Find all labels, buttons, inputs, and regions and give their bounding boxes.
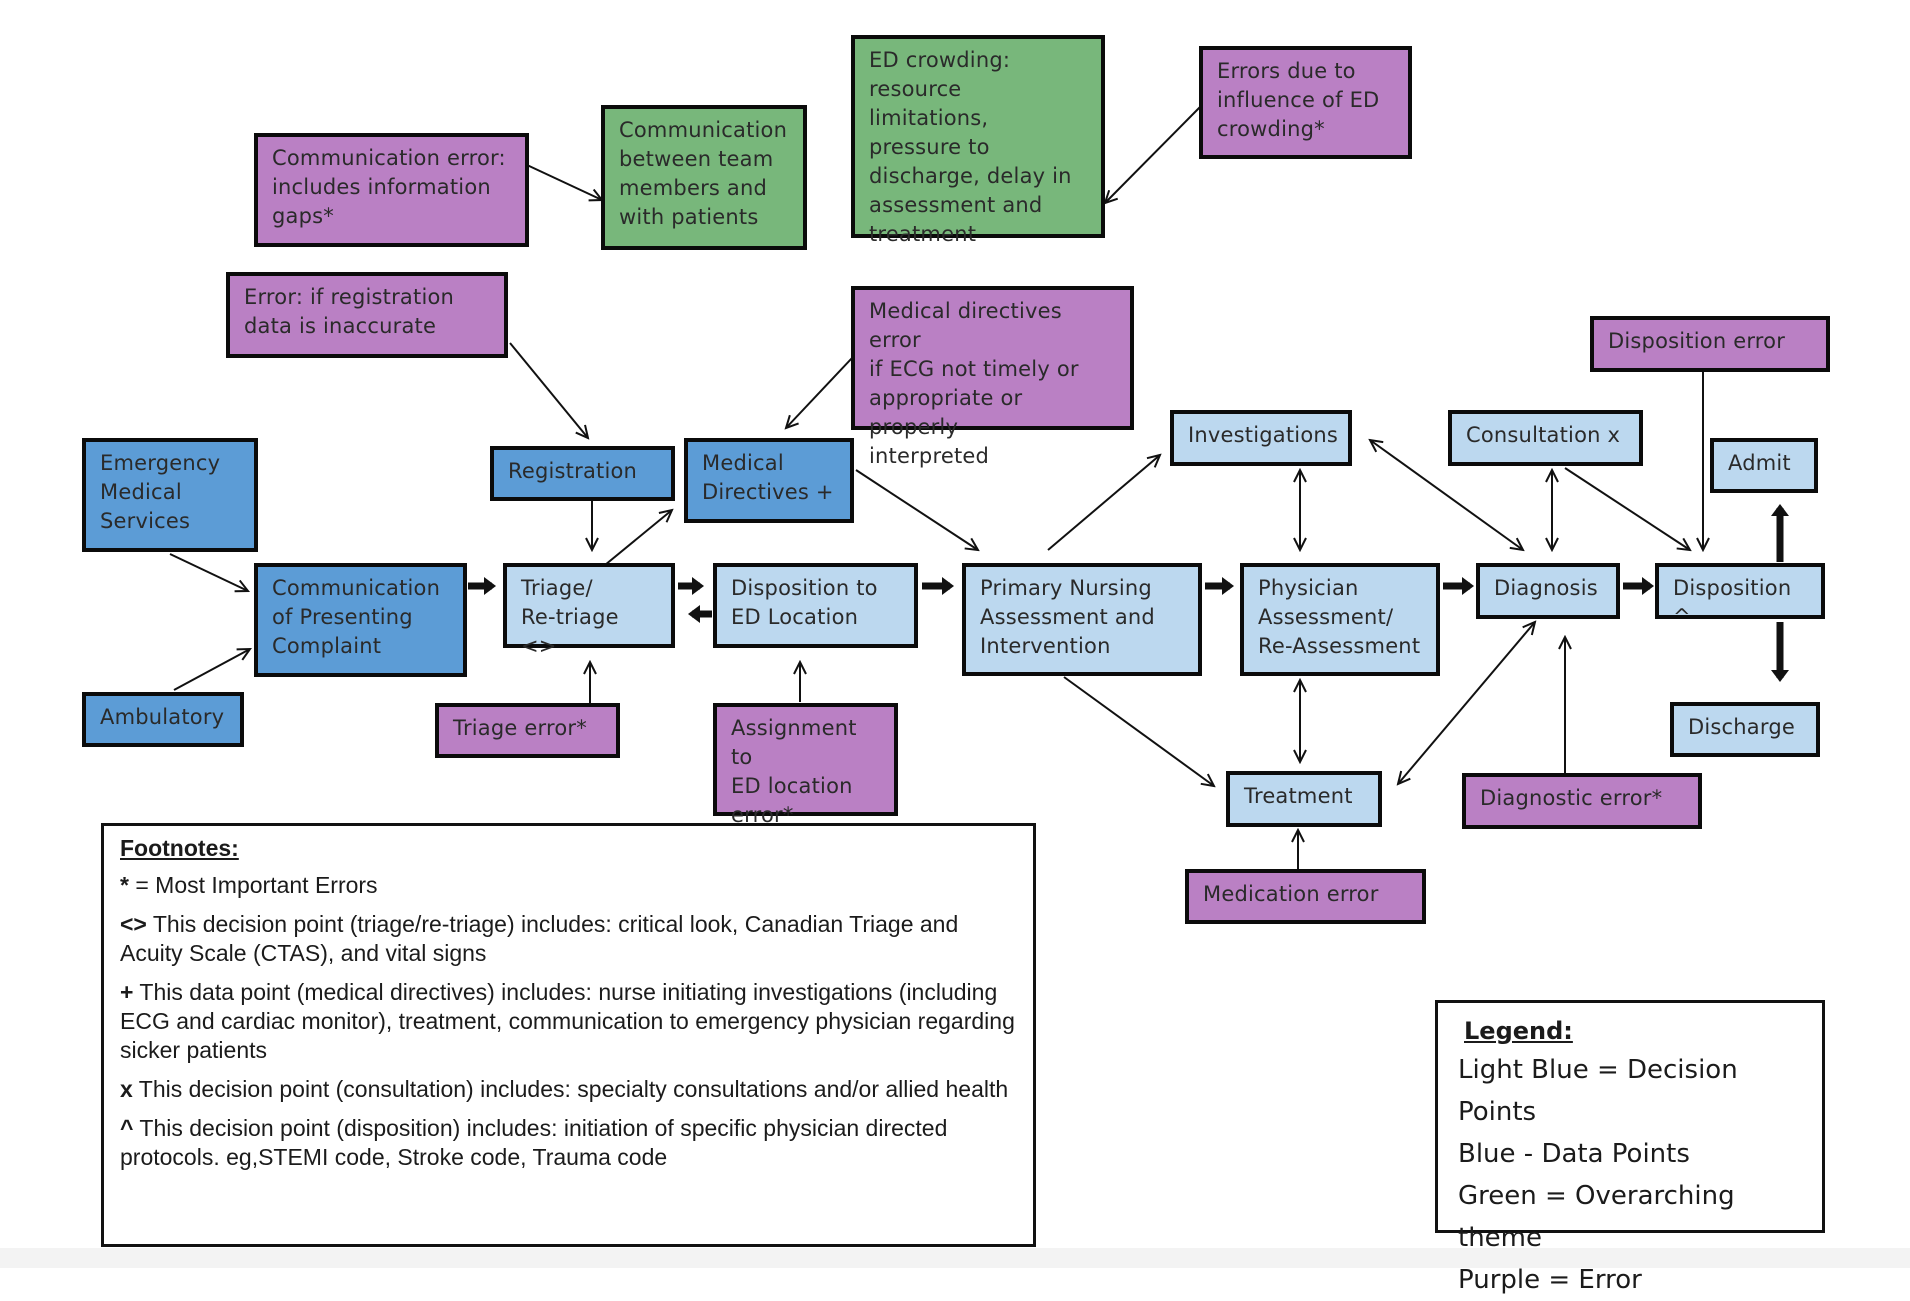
node-ems: Emergency Medical Services bbox=[82, 438, 258, 552]
footnote-item: x This decision point (consultation) inc… bbox=[120, 1076, 1009, 1102]
node-admit: Admit bbox=[1710, 438, 1818, 493]
arrow-triage-to-directives bbox=[604, 510, 672, 566]
node-assignment-error: Assignment to ED location error* bbox=[713, 703, 898, 827]
node-medication-error: Medication error bbox=[1185, 869, 1426, 924]
legend-box: Legend: Light Blue = Decision Points Blu… bbox=[1435, 1000, 1825, 1295]
node-triage-error: Triage error* bbox=[435, 703, 620, 758]
arrow-investigations-diagnosis bbox=[1370, 440, 1523, 550]
node-consultation: Consultation x bbox=[1448, 410, 1643, 466]
node-primary-nursing: Primary Nursing Assessment and Intervent… bbox=[962, 563, 1202, 676]
node-diagnosis: Diagnosis bbox=[1476, 563, 1620, 619]
node-investigations: Investigations bbox=[1170, 410, 1352, 466]
arrow-crowding-errors-to-ed-crowding bbox=[1105, 104, 1203, 203]
connector-layer bbox=[169, 104, 1789, 872]
node-communication-team: Communication between team members and w… bbox=[601, 105, 807, 250]
legend-item-green: Green = Overarching theme bbox=[1458, 1181, 1735, 1253]
arrow-ems-to-communication bbox=[169, 553, 248, 591]
node-diagnostic-error: Diagnostic error* bbox=[1462, 773, 1702, 829]
flow-diagram: Communication between team members and w… bbox=[0, 35, 1910, 1295]
footnote-item: + This data point (medical directives) i… bbox=[120, 979, 1015, 1063]
arrow-primary-to-treatment bbox=[1063, 676, 1214, 786]
node-physician-assessment: Physician Assessment/ Re-Assessment bbox=[1240, 563, 1440, 676]
legend-item-blue: Blue - Data Points bbox=[1458, 1139, 1690, 1169]
arrow-ambulatory-to-communication bbox=[173, 649, 250, 691]
arrow-directives-error-to-directives bbox=[786, 357, 853, 428]
node-treatment: Treatment bbox=[1226, 771, 1382, 827]
node-crowding-errors: Errors due to influence of ED crowding* bbox=[1199, 46, 1412, 159]
footnote-item: * = Most Important Errors bbox=[120, 872, 378, 898]
legend-title: Legend: bbox=[1464, 1017, 1573, 1045]
node-directives-error: Medical directives error if ECG not time… bbox=[851, 286, 1134, 468]
footnote-item: ^ This decision point (disposition) incl… bbox=[120, 1115, 948, 1170]
node-registration-error: Error: if registration data is inaccurat… bbox=[226, 272, 508, 358]
arrow-treatment-diagnosis bbox=[1398, 622, 1535, 784]
footnote-item: <> This decision point (triage/re-triage… bbox=[120, 911, 959, 966]
legend-item-light-blue: Light Blue = Decision Points bbox=[1458, 1055, 1738, 1127]
node-disposition-error: Disposition error bbox=[1590, 316, 1830, 372]
footnotes-box: Footnotes: * = Most Important Errors <> … bbox=[101, 823, 1036, 1247]
arrow-consultation-to-disposition bbox=[1564, 467, 1690, 550]
node-disposition: Disposition ^ bbox=[1655, 563, 1825, 629]
arrow-primary-to-investigations bbox=[1047, 455, 1160, 551]
node-medical-directives: Medical Directives + bbox=[684, 438, 854, 523]
node-discharge: Discharge bbox=[1670, 702, 1820, 757]
node-ed-crowding: ED crowding: resource limitations, press… bbox=[851, 35, 1105, 246]
arrow-directives-to-primary bbox=[855, 469, 978, 550]
bottom-edge bbox=[0, 1248, 1910, 1268]
node-registration: Registration bbox=[490, 446, 675, 501]
node-triage: Triage/ Re-triage <> bbox=[503, 563, 675, 658]
node-disposition-ed: Disposition to ED Location bbox=[713, 563, 918, 648]
footnotes-title: Footnotes: bbox=[120, 835, 239, 861]
node-communication-presenting: Communication of Presenting Complaint bbox=[254, 563, 467, 677]
node-ambulatory: Ambulatory bbox=[82, 692, 244, 747]
node-communication-error: Communication error: includes informatio… bbox=[254, 133, 529, 247]
arrow-comm-error-to-comm-team bbox=[526, 164, 602, 200]
arrow-registration-error-to-registration bbox=[509, 342, 588, 438]
